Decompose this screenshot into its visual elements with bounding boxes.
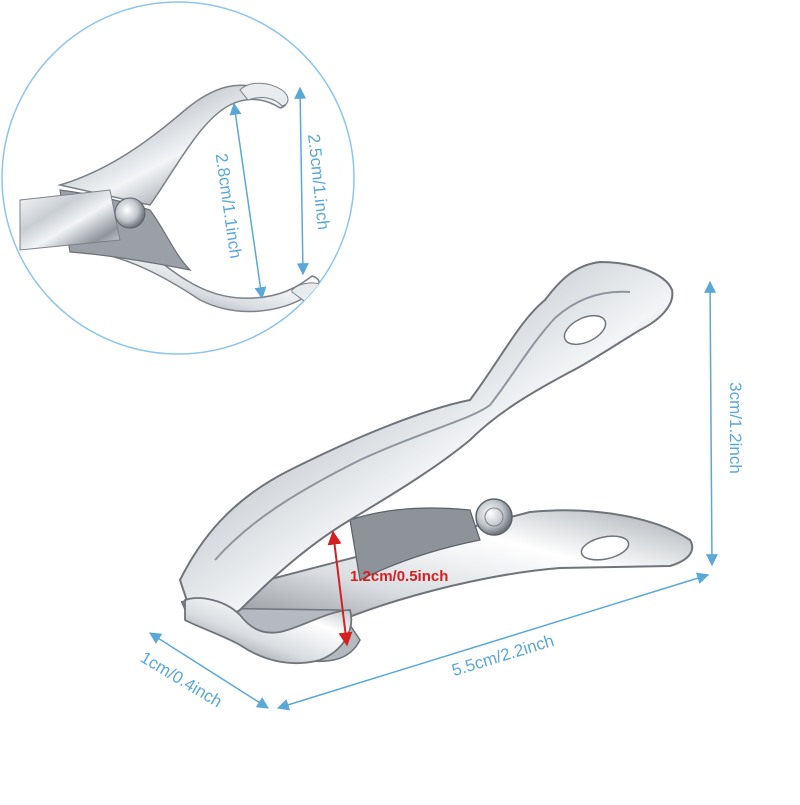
jaw-opening-label: 1.2cm/0.5inch <box>350 568 449 585</box>
inset-closeup <box>1 1 355 355</box>
clip-handle-closeup-icon <box>19 82 328 313</box>
jaw-opening-dimension-line <box>327 530 353 647</box>
height-dimension-line <box>704 280 718 567</box>
inner-width-dimension-line <box>229 102 267 300</box>
height-label: 3cm/1.2inch <box>726 382 745 474</box>
tip-width-dimension-line <box>294 86 309 276</box>
length-dimension-line <box>276 572 710 711</box>
width-dimension-line <box>148 632 270 709</box>
